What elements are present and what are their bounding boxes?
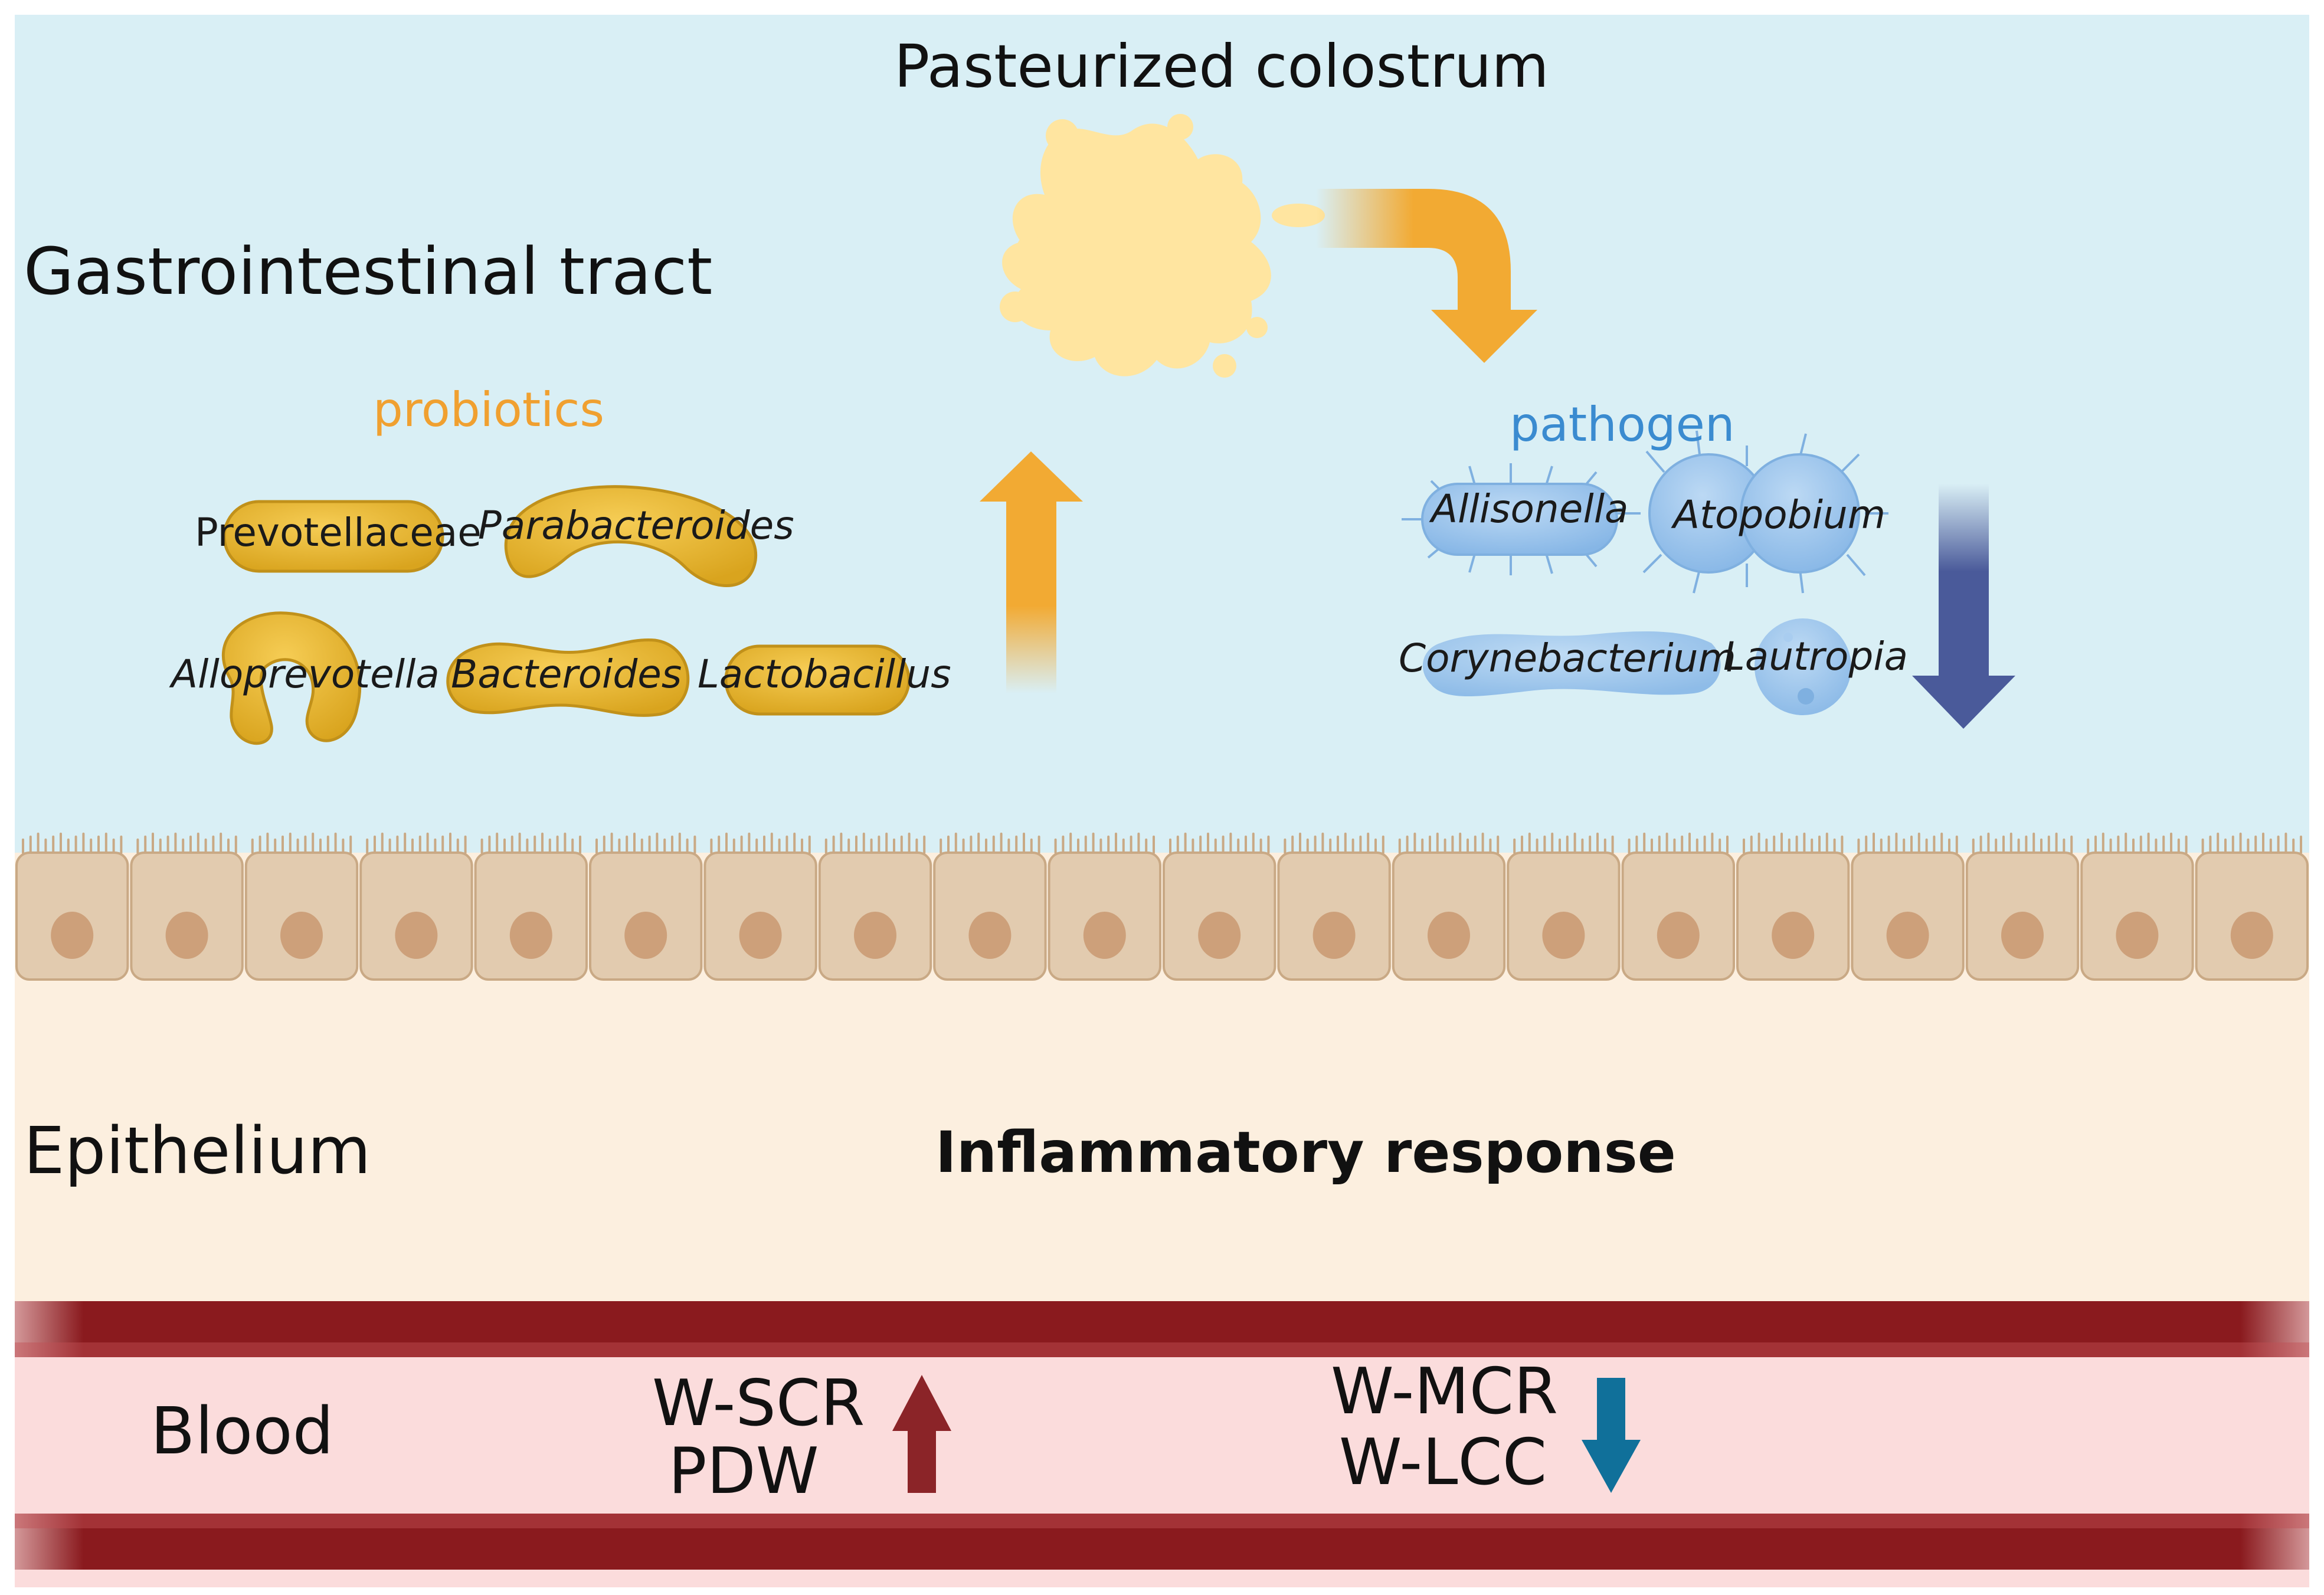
cell-nucleus <box>2230 912 2273 959</box>
cell-nucleus <box>509 912 552 959</box>
marker-w-mcr: W-MCR <box>1331 1355 1559 1429</box>
taxon-lactobacillus: Lactobacillus <box>698 651 951 697</box>
curved-arrow-to-pathogen <box>1316 189 1537 363</box>
gi-tract-label: Gastrointestinal tract <box>24 234 713 309</box>
taxon-parabacteroides: Parabacteroides <box>478 503 794 548</box>
cell-nucleus <box>968 912 1012 959</box>
cell-nucleus <box>395 912 438 959</box>
taxon-alloprevotella: Alloprevotella <box>171 651 440 697</box>
taxon-atopobium: Atopobium <box>1673 492 1886 538</box>
marker-pdw: PDW <box>668 1434 819 1508</box>
prevotellaceae-bacterium <box>222 500 444 573</box>
cell-nucleus <box>2116 912 2159 959</box>
cell-nucleus <box>1312 912 1356 959</box>
probiotics-increase-arrow <box>980 451 1083 693</box>
probiotics-label: probiotics <box>373 382 605 437</box>
cell-nucleus <box>1428 912 1470 959</box>
bacteroides-bacterium <box>446 638 690 717</box>
taxon-corynebacterium: Corynebacterium <box>1399 636 1736 681</box>
corynebacterium-bacterium <box>1422 631 1721 696</box>
blood-vessel <box>15 1301 2309 1587</box>
cell-nucleus <box>739 912 782 959</box>
cell-nucleus <box>280 912 323 959</box>
taxon-prevotellaceae: Prevotellaceae <box>195 510 482 555</box>
increase-arrow-icon <box>892 1375 951 1493</box>
probiotic-bacteria-group <box>221 485 911 745</box>
cell-nucleus <box>1083 912 1126 959</box>
cell-nucleus <box>1198 912 1241 959</box>
cell-nucleus <box>2001 912 2044 959</box>
decrease-arrow-icon <box>1582 1378 1641 1493</box>
allisonella-bacterium <box>1402 463 1626 575</box>
vessel-wall-bottom <box>15 1514 2309 1570</box>
pathogen-decrease-arrow <box>1912 484 2015 729</box>
pathogen-bacteria-group <box>1402 430 1888 715</box>
parabacteroides-bacterium <box>504 485 758 587</box>
pathogen-label: pathogen <box>1510 397 1735 452</box>
epithelium-region <box>15 853 2309 1301</box>
taxon-bacteroides: Bacteroides <box>451 651 682 697</box>
cell-nucleus <box>854 912 896 959</box>
taxon-allisonella: Allisonella <box>1431 486 1629 532</box>
epithelial-cell-layer <box>15 833 2309 981</box>
alloprevotella-bacterium <box>221 611 362 745</box>
cell-nucleus <box>624 912 667 959</box>
lactobacillus-bacterium <box>724 644 911 716</box>
cell-nucleus <box>1886 912 1929 959</box>
taxon-lautropia: Lautropia <box>1723 634 1909 679</box>
epithelium-label: Epithelium <box>24 1113 371 1188</box>
cell-nucleus <box>51 912 94 959</box>
colostrum-splash-icon <box>1000 114 1325 378</box>
cell-nucleus <box>165 912 208 959</box>
lautropia-bacterium <box>1755 618 1851 715</box>
inflammatory-response-label: Inflammatory response <box>935 1119 1676 1185</box>
cell-nucleus <box>1657 912 1700 959</box>
atopobium-bacterium <box>1617 430 1888 594</box>
cell-nucleus <box>1542 912 1585 959</box>
cell-nucleus <box>1772 912 1815 959</box>
marker-w-lcc: W-LCC <box>1338 1426 1547 1499</box>
marker-w-scr: W-SCR <box>652 1367 865 1440</box>
intervention-title: Pasteurized colostrum <box>894 32 1549 101</box>
vessel-wall-top <box>15 1301 2309 1357</box>
blood-label: Blood <box>150 1393 334 1469</box>
